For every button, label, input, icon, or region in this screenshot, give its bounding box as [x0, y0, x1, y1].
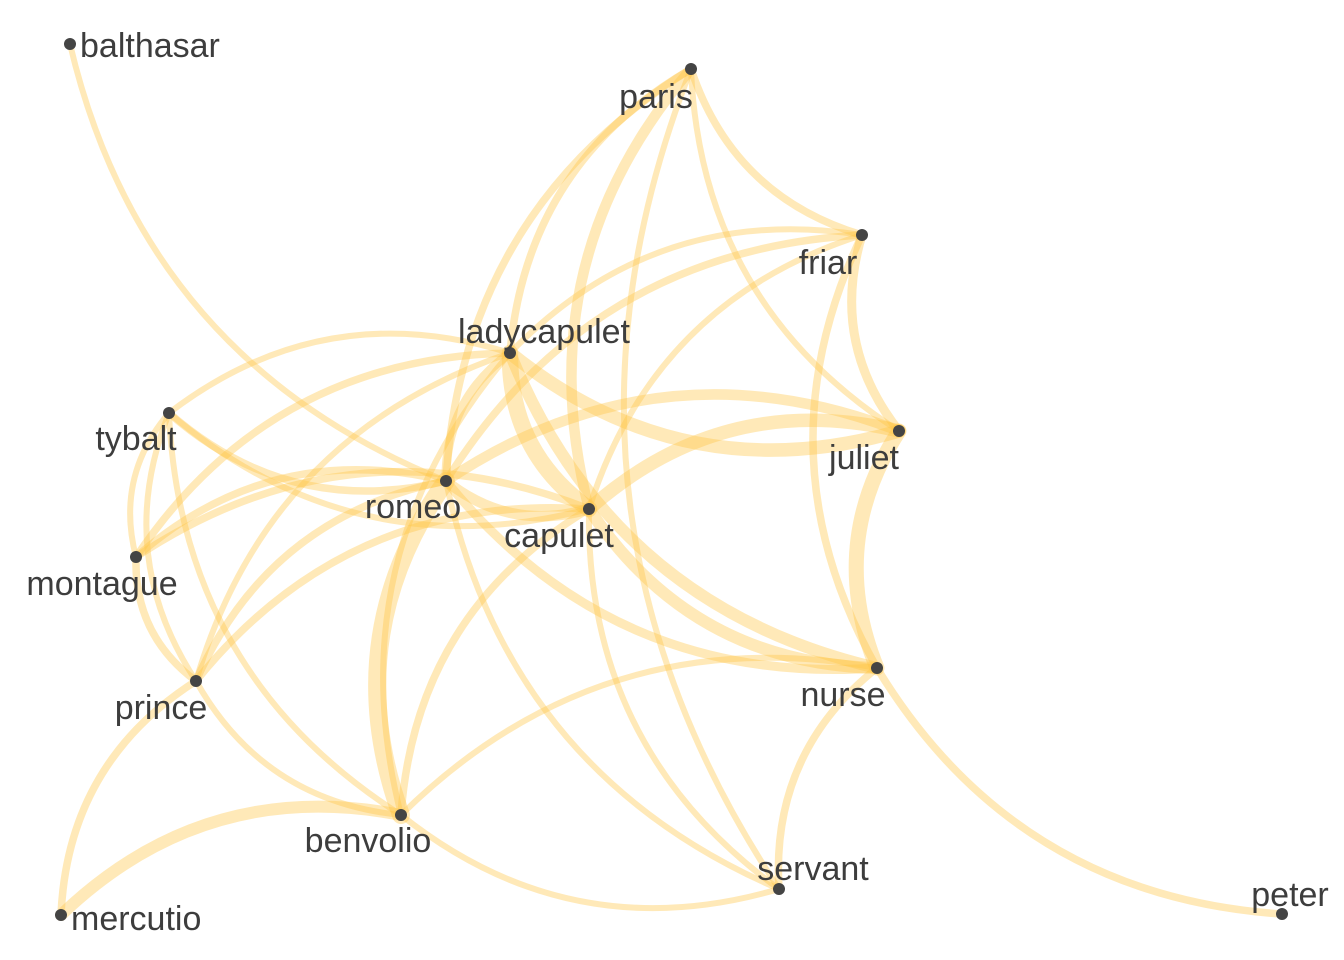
node-label-juliet: juliet: [828, 439, 899, 477]
edge-montague-prince: [132, 553, 200, 685]
edge-capulet-servant: [585, 506, 782, 892]
edge-ladycapulet-montague: [132, 349, 514, 561]
edge-benvolio-servant: [398, 812, 782, 912]
node-label-capulet: capulet: [504, 517, 614, 555]
node-balthasar: [64, 38, 76, 50]
edge-nurse-servant: [774, 664, 881, 893]
edge-paris-servant: [620, 66, 782, 892]
edge-friar-nurse: [809, 231, 881, 672]
edge-ladycapulet-tybalt: [166, 330, 513, 416]
node-juliet: [893, 425, 905, 437]
edge-benvolio-mercutio: [55, 800, 407, 921]
edge-paris-capulet: [566, 63, 697, 515]
edge-juliet-romeo: [440, 389, 905, 487]
edge-ladycapulet-juliet: [503, 346, 906, 457]
edge-ladycapulet-capulet: [501, 344, 598, 518]
edge-juliet-capulet: [582, 413, 906, 516]
edge-tybalt-romeo: [165, 409, 450, 495]
edge-capulet-prince: [192, 503, 593, 685]
edge-romeo-prince: [192, 477, 450, 685]
edge-tybalt-benvolio: [166, 410, 404, 818]
edge-paris-juliet: [688, 66, 902, 434]
node-label-peter: peter: [1251, 876, 1329, 914]
labels-layer: balthasar paris friar ladycapulet tybalt juli…: [26, 27, 1328, 938]
node-label-ladycapulet: ladycapulet: [458, 313, 631, 351]
edge-friar-juliet: [847, 230, 904, 436]
node-benvolio: [395, 809, 407, 821]
edge-capulet-benvolio: [397, 505, 593, 819]
edge-tybalt-montague: [127, 410, 172, 560]
node-label-romeo: romeo: [365, 488, 461, 526]
edge-prince-benvolio: [193, 678, 404, 818]
node-romeo: [440, 475, 452, 487]
node-prince: [190, 675, 202, 687]
edge-paris-friar: [687, 65, 866, 239]
edge-friar-ladycapulet: [507, 226, 865, 356]
node-label-friar: friar: [799, 244, 858, 282]
node-label-benvolio: benvolio: [305, 822, 432, 860]
node-label-montague: montague: [26, 565, 177, 603]
edge-nurse-benvolio: [398, 654, 880, 818]
edge-romeo-servant: [443, 478, 782, 892]
edges-layer: [55, 41, 1286, 921]
edge-romeo-nurse: [441, 476, 882, 675]
node-servant: [773, 883, 785, 895]
edge-ladycapulet-romeo: [441, 348, 515, 486]
edge-paris-ladycapulet: [506, 65, 695, 357]
nodes-layer: [55, 38, 1288, 921]
edge-tybalt-prince: [143, 410, 199, 684]
node-mercutio: [55, 909, 67, 921]
node-montague: [130, 551, 142, 563]
node-label-paris: paris: [619, 78, 693, 116]
edge-friar-romeo: [442, 231, 866, 485]
edge-balthasar-romeo: [67, 41, 449, 484]
node-nurse: [871, 662, 883, 674]
node-label-balthasar: balthasar: [80, 27, 220, 65]
edge-paris-romeo: [442, 65, 695, 485]
edge-capulet-nurse: [583, 503, 883, 674]
node-label-mercutio: mercutio: [71, 900, 201, 938]
node-friar: [856, 229, 868, 241]
edge-romeo-capulet: [440, 475, 595, 522]
edge-ladycapulet-nurse: [504, 347, 883, 674]
edge-juliet-nurse: [848, 423, 907, 676]
node-capulet: [583, 503, 595, 515]
node-label-nurse: nurse: [800, 676, 885, 714]
edge-friar-capulet: [586, 232, 865, 512]
edge-romeo-benvolio: [368, 472, 455, 824]
edge-capulet-montague: [132, 467, 593, 561]
edge-nurse-peter: [873, 664, 1286, 918]
node-peter: [1276, 908, 1288, 920]
node-label-tybalt: tybalt: [95, 420, 177, 458]
node-label-servant: servant: [757, 850, 869, 888]
edge-ladycapulet-prince: [193, 350, 513, 684]
edge-tybalt-capulet: [166, 410, 592, 530]
edge-prince-mercutio: [57, 677, 200, 919]
node-tybalt: [163, 407, 175, 419]
node-label-prince: prince: [115, 689, 208, 727]
edge-romeo-montague: [132, 465, 450, 561]
node-ladycapulet: [504, 347, 516, 359]
node-paris: [685, 63, 697, 75]
edge-ladycapulet-benvolio: [380, 350, 513, 818]
